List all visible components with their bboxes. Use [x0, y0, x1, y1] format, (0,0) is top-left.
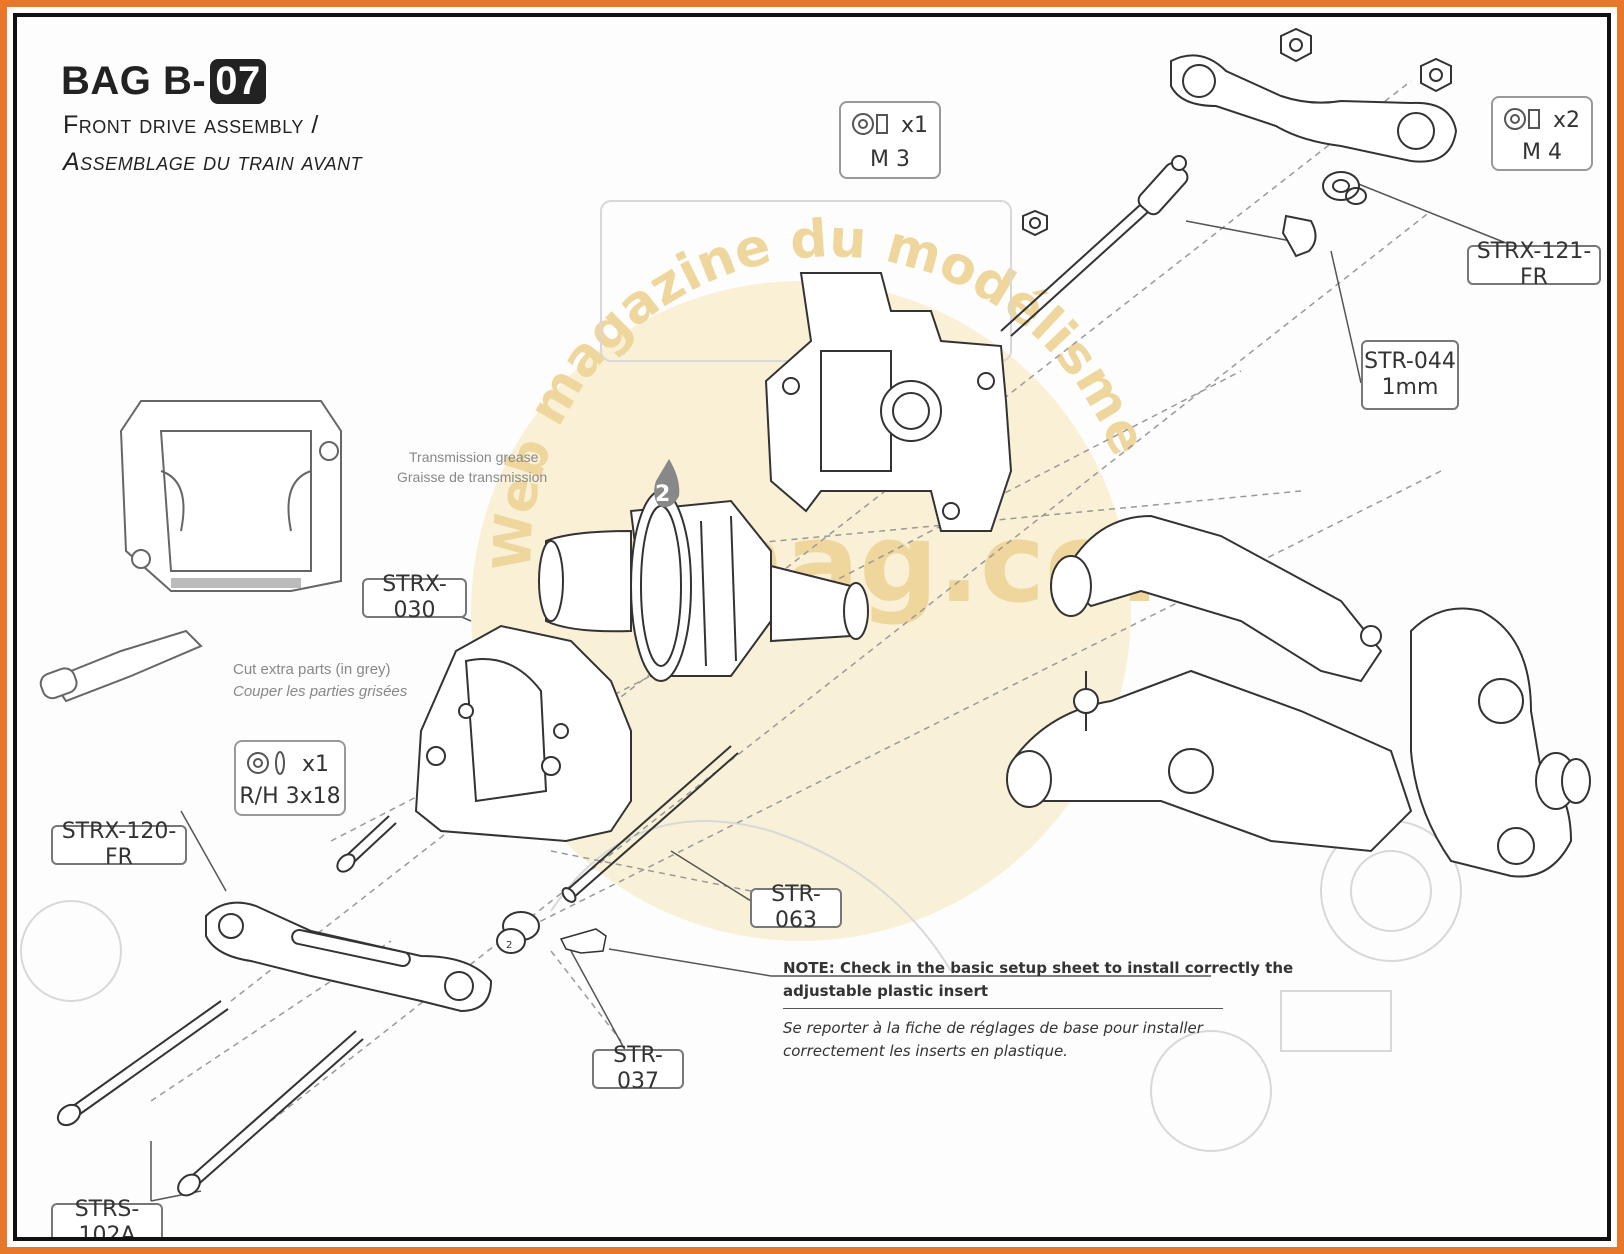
- hardware-qty: x1: [302, 752, 330, 777]
- steering-knuckle-hub: [1410, 607, 1591, 878]
- hardware-size: M 4: [1522, 140, 1562, 165]
- part-tag-str-037: STR-037: [592, 1043, 684, 1094]
- hardware-size: R/H 3x18: [239, 784, 341, 809]
- part-tag-strx-121-fr: STRX-121-FR: [1467, 239, 1601, 290]
- title-french: Assemblage du train avant: [63, 148, 363, 176]
- setup-note: NOTE: Check in the basic setup sheet to …: [783, 957, 1293, 1063]
- drive-shaft: [1000, 155, 1189, 337]
- exploded-diagram: Web magazine du modélisme rcmag.com: [20, 27, 1591, 1202]
- lower-suspension-arm: [1006, 669, 1413, 853]
- hinge-pin-holder-lower: [205, 901, 493, 1013]
- note-line-1: NOTE: Check in the basic setup sheet to …: [783, 959, 1294, 977]
- insert-mark: 2: [506, 940, 512, 951]
- cut-label-fr: Couper les parties grisées: [233, 683, 408, 700]
- bag-prefix: BAG B-: [61, 59, 207, 103]
- part-tag-strx-120-fr: STRX-120-FR: [51, 819, 187, 870]
- instruction-sheet: Web magazine du modélisme rcmag.com: [13, 13, 1611, 1241]
- note-line-3: Se reporter à la fiche de réglages de ba…: [783, 1018, 1203, 1037]
- page-title: BAG B-07: [61, 59, 266, 104]
- hardware-qty: x2: [1553, 108, 1581, 133]
- screw-rh-3x18: [336, 815, 397, 873]
- pivot-pin: [561, 745, 739, 903]
- hardware-box-m4: x2 M 4: [1491, 96, 1593, 171]
- pointing-hand-icon: [559, 928, 607, 954]
- hardware-nuts-top: [1022, 27, 1452, 237]
- hinge-pins-long: [56, 1000, 364, 1197]
- note-line-2: adjustable plastic insert: [783, 982, 989, 1001]
- part-tag-strx-030: STRX-030: [362, 572, 467, 623]
- ball-stud: [1073, 671, 1099, 731]
- grease-label-en: Transmission grease: [409, 449, 539, 465]
- gearbox-housing-left: [119, 400, 342, 592]
- hinge-pin-holder-top: [1170, 54, 1458, 163]
- nut-washer-icon: [852, 113, 888, 135]
- part-tag-str-044: STR-044 1mm: [1361, 340, 1459, 410]
- grease-step-number: 2: [655, 482, 670, 507]
- cutter-tool: [39, 629, 203, 703]
- gearbox-housing-lower: [414, 624, 632, 843]
- bag-number-badge: 07: [210, 59, 266, 104]
- grease-label-fr: Graisse de transmission: [397, 469, 548, 485]
- part-thickness: 1mm: [1381, 375, 1439, 400]
- note-divider: [783, 1007, 1223, 1017]
- gearbox-bulkhead-upper: [764, 272, 1013, 532]
- adjustable-insert: [496, 911, 540, 954]
- hardware-box-m3: x1 M 3: [839, 101, 941, 179]
- screw-washer-icon: [247, 751, 285, 775]
- hardware-box-screw: x1 R/H 3x18: [234, 740, 346, 816]
- title-english: Front drive assembly /: [63, 111, 319, 139]
- note-line-4: correctement les inserts en plastique.: [783, 1041, 1068, 1060]
- hardware-size: M 3: [870, 147, 910, 172]
- grease-drop-icon: [654, 459, 680, 508]
- part-number: STR-044: [1364, 348, 1456, 374]
- hardware-qty: x1: [901, 113, 929, 138]
- differential: [538, 490, 869, 682]
- shim-clip: [1281, 214, 1317, 258]
- cut-label-en: Cut extra parts (in grey): [233, 661, 391, 678]
- part-tag-str-063: STR-063: [750, 882, 842, 933]
- upper-suspension-arm: [1050, 514, 1383, 683]
- nut-washer-icon: [1504, 108, 1540, 130]
- part-tag-strs-102a: STRS-102A: [51, 1197, 163, 1237]
